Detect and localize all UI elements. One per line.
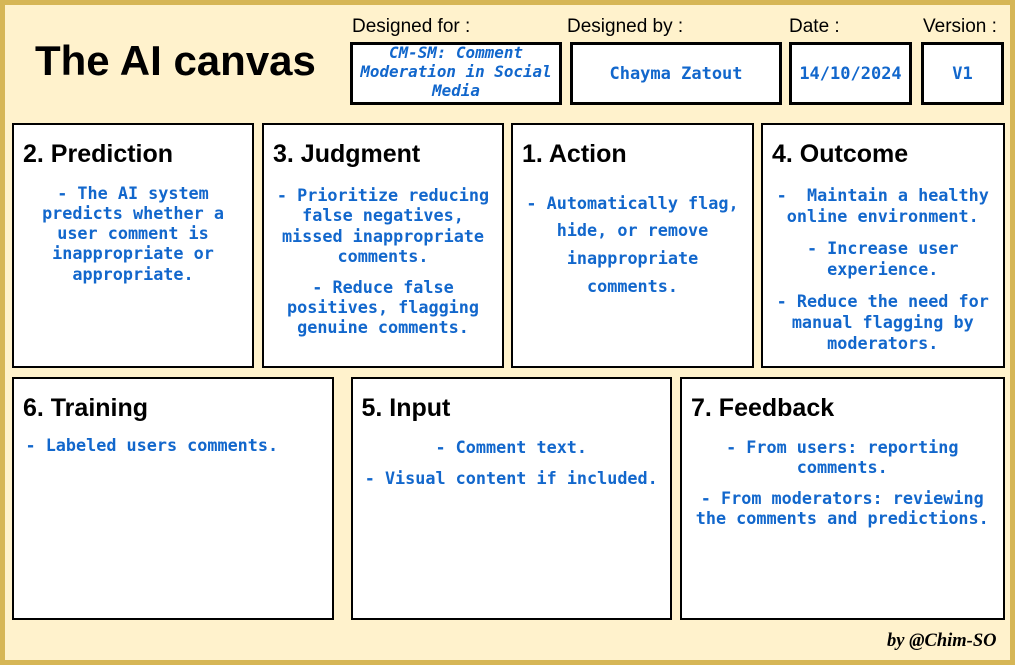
bullet: - Prioritize reducing false negatives, m… <box>276 185 490 266</box>
action-heading: 1. Action <box>522 140 627 168</box>
date-value: 14/10/2024 <box>799 63 902 84</box>
prediction-box: 2. Prediction - The AI system predicts w… <box>12 123 254 368</box>
date-label: Date : <box>789 15 840 37</box>
prediction-heading: 2. Prediction <box>23 140 174 168</box>
bullet: - The AI system predicts whether a user … <box>42 182 224 284</box>
version-box: V1 <box>921 42 1004 105</box>
bullet: - From moderators: reviewing the comment… <box>695 487 989 528</box>
bullet: - Labeled users comments. <box>25 434 279 455</box>
page-title: The AI canvas <box>35 37 316 84</box>
training-heading: 6. Training <box>23 394 149 422</box>
bullet: - Comment text. <box>435 436 588 457</box>
designed-for-label: Designed for : <box>352 15 471 37</box>
designed-for-value: CM-SM: Comment Moderation in Social Medi… <box>360 42 552 100</box>
training-box: 6. Training - Labeled users comments. <box>12 377 334 620</box>
bullet: - Maintain a healthy online environment. <box>776 184 989 226</box>
bullet: - Reduce the need for manual flagging by… <box>776 290 989 353</box>
version-value: V1 <box>952 63 973 84</box>
date-box: 14/10/2024 <box>789 42 912 105</box>
judgment-body: - Prioritize reducing false negatives, m… <box>264 185 502 338</box>
action-box: 1. Action - Automatically flag, hide, or… <box>511 123 754 368</box>
designed-by-label: Designed by : <box>567 15 684 37</box>
input-heading: 5. Input <box>361 394 451 422</box>
version-label: Version : <box>923 15 997 37</box>
action-body: - Automatically flag, hide, or remove in… <box>513 190 752 301</box>
outcome-heading: 4. Outcome <box>772 140 909 168</box>
designed-for-box: CM-SM: Comment Moderation in Social Medi… <box>350 42 562 105</box>
training-body: - Labeled users comments. <box>26 435 333 455</box>
input-box: 5. Input - Comment text. - Visual conten… <box>350 377 672 620</box>
feedback-heading: 7. Feedback <box>691 394 835 422</box>
feedback-body: - From users: reporting comments. - From… <box>682 437 1003 529</box>
judgment-heading: 3. Judgment <box>273 140 421 168</box>
feedback-box: 7. Feedback - From users: reporting comm… <box>680 377 1005 620</box>
bullet: - Increase user experience. <box>806 237 959 279</box>
judgment-box: 3. Judgment - Prioritize reducing false … <box>262 123 504 368</box>
bullet: - Reduce false positives, flagging genui… <box>287 276 479 338</box>
outcome-box: 4. Outcome - Maintain a healthy online e… <box>761 123 1005 368</box>
prediction-body: - The AI system predicts whether a user … <box>14 183 252 284</box>
input-body: - Comment text. - Visual content if incl… <box>353 437 671 489</box>
bullet: - Automatically flag, hide, or remove in… <box>526 192 739 296</box>
designed-by-value: Chayma Zatout <box>609 63 743 84</box>
bullet: - From users: reporting comments. <box>726 436 959 477</box>
designed-by-box: Chayma Zatout <box>570 42 782 105</box>
credit-text: by @Chim-SO <box>887 631 997 651</box>
bullet: - Visual content if included. <box>364 468 658 489</box>
outcome-body: - Maintain a healthy online environment.… <box>763 185 1003 354</box>
